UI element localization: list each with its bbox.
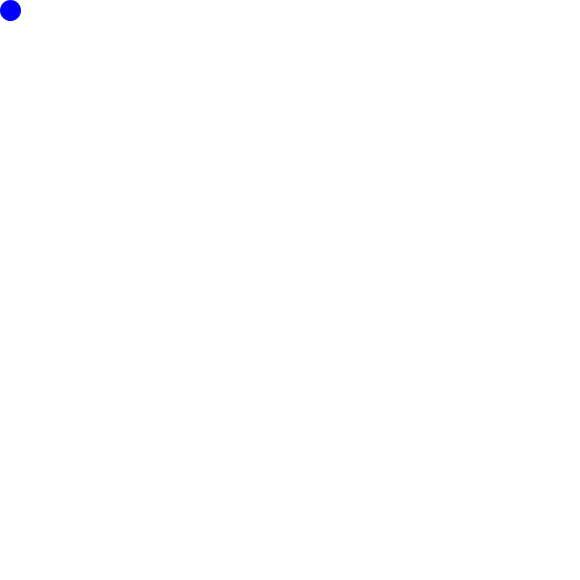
blue-circle-marker[interactable] [0,0,21,21]
